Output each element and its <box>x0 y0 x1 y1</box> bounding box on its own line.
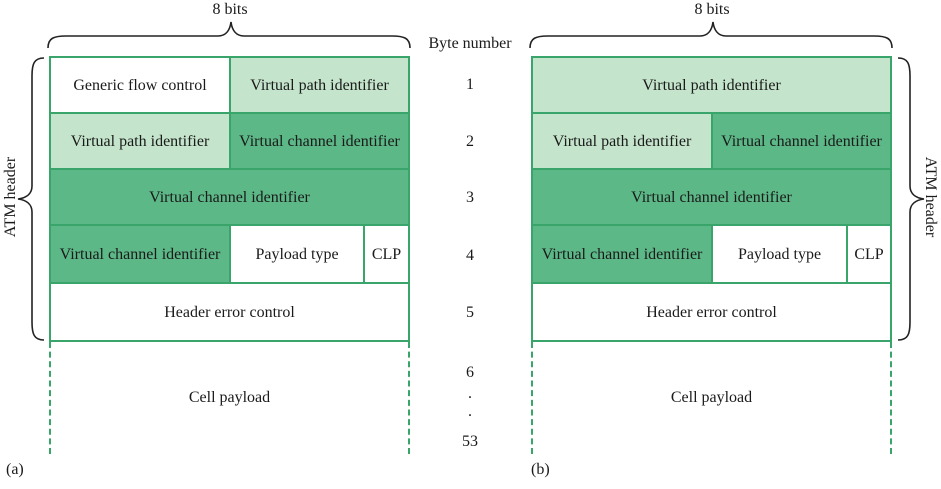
vpi-cell-row2-b: Virtual path identifier <box>531 112 713 170</box>
payload-type-cell-b: Payload type <box>711 224 848 284</box>
top-brace-b <box>529 21 893 49</box>
vci-cell-row4-b: Virtual channel identifier <box>531 224 713 284</box>
byte-number-3: 3 <box>466 189 474 206</box>
byte-number-4: 4 <box>466 247 474 264</box>
vci-cell-row3-a: Virtual channel identifier <box>49 168 410 226</box>
payload-type-cell-a: Payload type <box>229 224 365 284</box>
byte-number-label: Byte number <box>428 35 512 52</box>
cell-payload-a: Cell payload <box>49 342 410 454</box>
gfc-cell-a: Generic flow control <box>49 56 231 114</box>
hec-cell-a: Header error control <box>49 282 410 342</box>
byte-number-53: 53 <box>462 433 478 450</box>
vci-cell-row2-b: Virtual channel identifier <box>711 112 892 170</box>
cell-payload-b: Cell payload <box>531 342 892 454</box>
vci-cell-row4-a: Virtual channel identifier <box>49 224 231 284</box>
clp-cell-b: CLP <box>846 224 892 284</box>
vpi-cell-row2-a: Virtual path identifier <box>49 112 231 170</box>
atm-header-label-b: ATM header <box>922 156 939 238</box>
byte-number-dot-2: . <box>468 403 472 420</box>
top-brace-a <box>47 21 411 49</box>
left-brace-a <box>17 57 45 341</box>
vpi-cell-row1-b: Virtual path identifier <box>531 56 892 114</box>
caption-a: (a) <box>6 461 24 478</box>
vci-cell-row2-a: Virtual channel identifier <box>229 112 410 170</box>
vci-cell-row3-b: Virtual channel identifier <box>531 168 892 226</box>
byte-number-2: 2 <box>466 133 474 150</box>
bits-label-b: 8 bits <box>694 1 730 18</box>
bits-label-a: 8 bits <box>212 1 248 18</box>
caption-b: (b) <box>531 461 550 478</box>
byte-number-1: 1 <box>466 76 474 93</box>
byte-number-6: 6 <box>466 364 474 381</box>
byte-number-5: 5 <box>466 304 474 321</box>
hec-cell-b: Header error control <box>531 282 892 342</box>
byte-number-dot-1: . <box>468 385 472 402</box>
